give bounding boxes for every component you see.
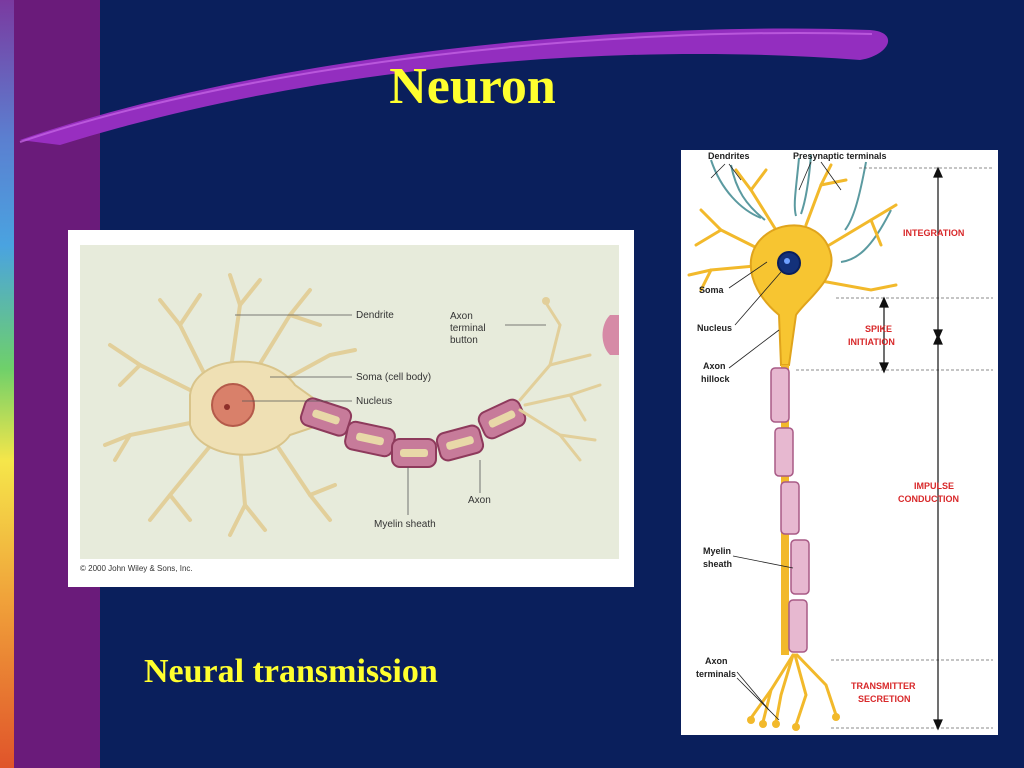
label-nucleus-right: Nucleus [697,323,732,333]
rainbow-strip [0,0,14,768]
label-axon-terminal-3: button [450,335,478,346]
soma-right-drawing [749,224,833,366]
label-nucleus: Nucleus [356,396,392,407]
right-leader-lines [710,161,842,721]
stage-spike-2: INITIATION [848,337,895,347]
label-axon-hillock-2: hillock [701,374,731,384]
copyright-note: © 2000 John Wiley & Sons, Inc. [80,564,193,573]
nucleus-drawing [211,383,255,427]
leader-lines [235,314,546,515]
axon-core [312,409,516,457]
label-axon-terminal-2: terminal [450,323,486,334]
stage-spike-1: SPIKE [865,324,892,334]
diagram-panel: Dendrite Axon terminal button Soma (cell… [80,245,619,559]
myelin-right-segments [770,367,810,653]
label-axon-terminal-1: Axon [450,311,473,322]
label-dendrite: Dendrite [356,310,394,321]
stage-integration: INTEGRATION [903,228,964,238]
slide-title: Neuron [389,58,556,115]
label-soma-right: Soma [699,285,725,295]
neuron-diagram-left: Dendrite Axon terminal button Soma (cell… [68,230,634,587]
neuron-illustration: Dendrite Axon terminal button Soma (cell… [103,273,619,537]
stage-impulse-1: IMPULSE [914,481,954,491]
label-myelin: Myelin sheath [374,519,436,530]
slide-subtitle: Neural transmission [144,653,438,690]
label-myelin-1: Myelin [703,546,731,556]
title-swoosh [19,28,889,145]
soma-drawing [189,360,321,456]
presynaptic-drawing [710,154,892,263]
label-axon-terminals-1: Axon [705,656,728,666]
neuron-diagram-right: Dendrites Presynaptic terminals Soma Nuc… [681,150,998,735]
label-axon-hillock-1: Axon [703,361,726,371]
stage-transmitter-1: TRANSMITTER [851,681,916,691]
stage-arrows [879,166,943,731]
label-dendrites: Dendrites [708,151,750,161]
label-presynaptic: Presynaptic terminals [793,151,887,161]
stage-impulse-2: CONDUCTION [898,494,959,504]
stage-dividers [796,167,993,729]
dendrites-right-drawing [687,163,898,292]
label-soma: Soma (cell body) [356,372,431,383]
label-myelin-2: sheath [703,559,732,569]
axon-terminal-drawing [518,301,602,462]
neuron-stages-illustration: Dendrites Presynaptic terminals Soma Nuc… [687,151,993,731]
stage-transmitter-2: SECRETION [858,694,911,704]
label-axon: Axon [468,495,491,506]
axon-terminals-right-drawing [749,653,838,727]
label-axon-terminals-2: terminals [696,669,736,679]
